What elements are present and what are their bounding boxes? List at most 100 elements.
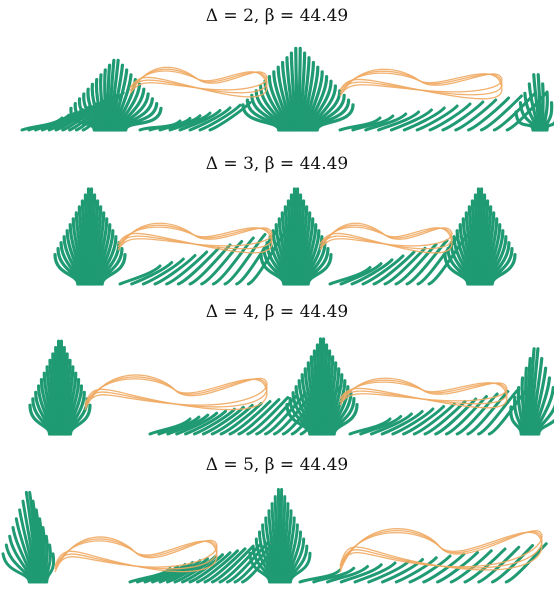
filament <box>211 545 254 584</box>
filament-bundle <box>53 187 127 286</box>
filament <box>211 236 255 286</box>
filament <box>118 264 162 286</box>
filament <box>479 94 523 132</box>
filament <box>416 235 460 286</box>
trajectory-path <box>319 222 453 251</box>
filament <box>47 105 91 132</box>
filament <box>454 98 498 132</box>
trajectory-path <box>339 72 503 100</box>
filament <box>505 90 549 132</box>
filament <box>276 65 293 132</box>
filament <box>301 60 315 132</box>
filament <box>492 92 536 132</box>
filament <box>233 539 277 584</box>
filament <box>504 542 548 584</box>
filament-bundle <box>509 347 554 436</box>
filament-sweep <box>128 537 284 584</box>
filament-sweep <box>338 90 549 132</box>
filament <box>298 568 342 584</box>
trajectory-path <box>54 538 218 570</box>
filament <box>255 394 299 436</box>
filament-panel-delta-5 <box>1 488 548 584</box>
trajectory-path <box>54 536 218 573</box>
filament <box>532 73 541 132</box>
filament <box>298 51 307 132</box>
filament <box>361 254 405 286</box>
trajectory-path <box>319 226 453 254</box>
filament <box>402 106 446 132</box>
trajectory-path <box>339 68 503 97</box>
filament <box>434 397 478 436</box>
filament-bundle <box>28 339 92 436</box>
trajectory-path <box>129 68 268 94</box>
filament-bundle <box>514 73 554 132</box>
filament <box>157 415 201 436</box>
filament <box>536 73 543 132</box>
trajectory-path <box>339 70 503 96</box>
filament <box>514 110 535 132</box>
filament <box>158 114 202 132</box>
filament <box>339 262 383 286</box>
filament <box>178 109 222 132</box>
filament <box>294 46 299 132</box>
filament <box>165 250 209 286</box>
filament <box>281 388 325 436</box>
filament <box>61 99 105 132</box>
filament <box>389 108 433 132</box>
filament <box>300 56 311 132</box>
filament <box>422 552 466 584</box>
filament-sweep <box>138 101 252 132</box>
filament <box>208 101 252 132</box>
filament <box>463 547 507 584</box>
filament <box>537 418 554 436</box>
filament <box>372 250 416 286</box>
filament <box>219 401 263 436</box>
trajectory-path <box>117 224 273 250</box>
panel-title-delta-5: Δ = 5, β = 44.49 <box>205 455 349 475</box>
trajectory-path <box>117 226 273 254</box>
filament <box>151 561 194 584</box>
trajectory-path <box>319 224 453 250</box>
filament <box>332 403 359 436</box>
trajectory-loop <box>339 528 543 573</box>
filament <box>391 407 435 436</box>
filament <box>184 409 228 436</box>
filament <box>267 74 290 132</box>
filament <box>394 242 438 286</box>
filament <box>545 119 554 132</box>
filament <box>428 102 472 132</box>
filament <box>312 566 356 584</box>
filament <box>237 398 281 436</box>
panel-title-delta-4: Δ = 4, β = 44.49 <box>205 302 349 322</box>
filament <box>45 552 56 584</box>
filament-sweep <box>20 91 125 132</box>
filament <box>176 247 220 286</box>
trajectory-path <box>129 66 268 95</box>
filament <box>412 402 456 436</box>
trajectory-path <box>54 540 218 573</box>
filament-panel-delta-2 <box>20 46 554 132</box>
filament <box>246 396 290 436</box>
filament <box>408 554 452 584</box>
filament <box>402 405 446 436</box>
filament-sweep <box>118 226 290 286</box>
filament <box>377 110 421 132</box>
trajectory-loop <box>117 222 273 254</box>
filament <box>200 240 244 286</box>
filament <box>175 411 219 436</box>
trajectory-loop <box>84 374 268 411</box>
filament-bundle <box>443 187 517 286</box>
filament <box>203 547 247 584</box>
filament <box>281 60 295 132</box>
filament <box>338 116 382 132</box>
filament <box>143 563 187 584</box>
filament <box>303 65 320 132</box>
filament <box>369 412 413 436</box>
filament <box>196 549 239 584</box>
filament <box>487 385 531 436</box>
filament-panel-delta-3 <box>53 187 517 286</box>
filament <box>246 226 290 286</box>
filament <box>380 410 424 436</box>
filament <box>68 403 92 436</box>
trajectory-path <box>339 531 543 571</box>
